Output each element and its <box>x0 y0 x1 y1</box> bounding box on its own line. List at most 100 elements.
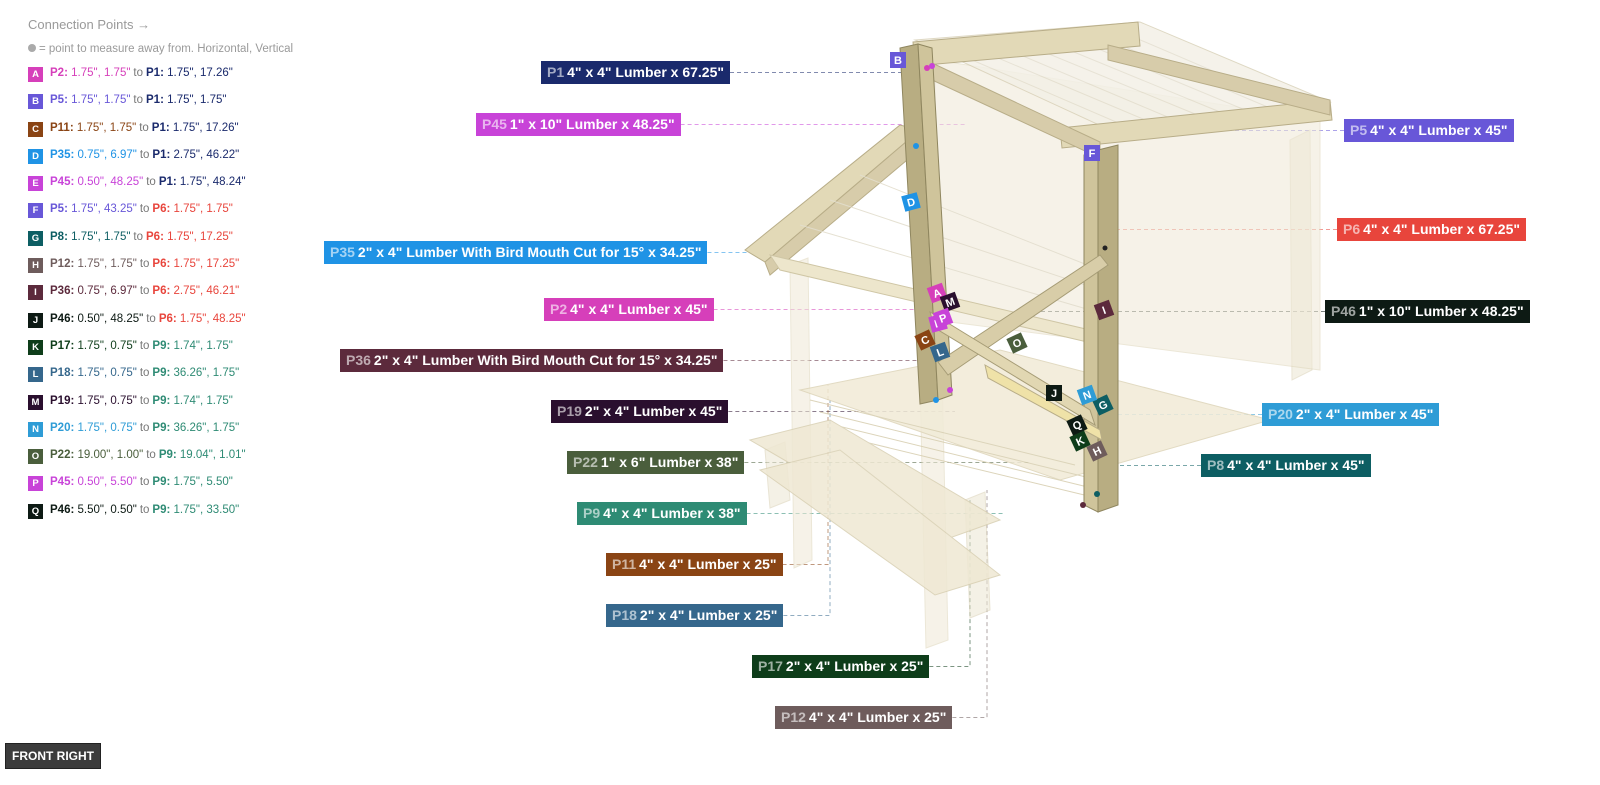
legend-note-text: = point to measure away from. Horizontal… <box>39 43 294 55</box>
legend-to-values: 1.75", 33.50" <box>170 503 240 516</box>
part-id: P35 <box>330 244 355 260</box>
connection-marker-n: N <box>1076 384 1098 406</box>
legend-badge: K <box>28 339 43 355</box>
legend-from-part: P12: <box>50 258 75 271</box>
legend-from-values: 1.75", 1.75" <box>67 94 131 107</box>
legend-to-values: 1.75", 48.24" <box>176 176 246 189</box>
part-id: P19 <box>557 403 582 419</box>
legend-from-values: 1.75", 1.75" <box>74 258 137 271</box>
legend-from-part: P2: <box>50 67 68 79</box>
part-description: 4" x 4" Lumber x 25" <box>639 556 777 572</box>
part-description: 4" x 4" Lumber x 67.25" <box>567 64 725 80</box>
legend-from-part: P35: <box>50 148 75 161</box>
legend-title: Connection Points → <box>28 17 151 32</box>
part-description: 4" x 4" Lumber x 25" <box>808 709 947 725</box>
legend-to-part: P1: <box>146 94 164 107</box>
legend-to-part: P1: <box>158 176 177 189</box>
legend-to-values: 1.75", 17.25" <box>163 230 233 243</box>
connection-marker-o: O <box>1006 332 1028 354</box>
legend-badge: B <box>28 94 43 110</box>
legend-to-values: 1.74", 1.75" <box>170 394 233 407</box>
legend-from-values: 1.75", 43.25" <box>67 203 137 216</box>
legend-badge: J <box>28 312 43 328</box>
part-id: P22 <box>573 454 598 470</box>
connection-marker-c: C <box>914 329 936 351</box>
back-left-post <box>789 257 813 569</box>
legend-to-values: 36.26", 1.75" <box>170 421 240 434</box>
measure-point-icon <box>28 44 36 52</box>
legend-to-part: P9: <box>152 503 171 516</box>
legend-badge: F <box>28 203 43 219</box>
legend-to-word: to <box>133 67 144 79</box>
connection-marker-l: L <box>929 341 951 363</box>
legend-from-part: P19: <box>50 394 75 407</box>
connection-marker-m: M <box>939 291 961 313</box>
legend-badge: E <box>28 176 43 192</box>
connection-marker-f: F <box>1084 145 1100 161</box>
legend-to-values: 1.75", 17.26" <box>169 121 239 134</box>
legend-from-values: 1.75", 1.75" <box>67 230 131 243</box>
legend-to-values: 1.74", 1.75" <box>170 339 233 352</box>
legend-badge: H <box>28 258 43 274</box>
connection-marker-d: D <box>901 192 921 212</box>
legend-from-part: P5: <box>50 203 68 216</box>
legend-from-part: P5: <box>50 94 68 107</box>
legend-to-word: to <box>139 367 150 380</box>
legend-to-part: P9: <box>158 449 177 462</box>
legend-to-word: to <box>133 230 144 243</box>
legend-from-part: P46: <box>50 503 75 516</box>
legend-to-values: 2.75", 46.21" <box>170 285 240 298</box>
part-description: 4" x 4" Lumber x 45" <box>1370 122 1508 138</box>
legend-to-part: P6: <box>152 285 171 298</box>
part-description: 1" x 10" Lumber x 48.25" <box>509 116 675 132</box>
legend-to-part: P6: <box>158 312 177 325</box>
legend-to-word: to <box>139 421 150 434</box>
legend-from-part: P18: <box>50 367 75 380</box>
legend-to-part: P9: <box>152 476 171 489</box>
legend-from-values: 1.75", 1.75" <box>67 67 131 79</box>
legend-badge: O <box>28 449 43 465</box>
part-description: 2" x 4" Lumber With Bird Mouth Cut for 1… <box>357 244 702 260</box>
svg-text:A: A <box>932 287 944 301</box>
part-id: P6 <box>1343 221 1361 237</box>
legend-to-values: 19.04", 1.01" <box>176 449 246 462</box>
legend-to-part: P9: <box>152 367 171 380</box>
legend-note: = point to measure away from. Horizontal… <box>28 43 328 55</box>
legend-from-values: 0.50", 5.50" <box>74 476 137 489</box>
part-id: P45 <box>482 116 507 132</box>
legend-to-part: P1: <box>152 148 171 161</box>
legend-badge: P <box>28 476 43 492</box>
part-description: 4" x 4" Lumber x 67.25" <box>1363 221 1521 237</box>
connection-marker-i: I <box>1093 299 1115 321</box>
part-id: P11 <box>612 556 637 572</box>
connection-marker-h: H <box>1086 440 1108 462</box>
connection-points-legend: Connection Points → = point to measure a… <box>28 17 328 531</box>
part-description: 2" x 4" Lumber With Bird Mouth Cut for 1… <box>373 352 718 368</box>
svg-text:B: B <box>894 55 902 67</box>
part-description: 1" x 10" Lumber x 48.25" <box>1358 303 1524 319</box>
part-description: 2" x 4" Lumber x 25" <box>785 658 924 674</box>
legend-badge: A <box>28 67 43 82</box>
part-description: 2" x 4" Lumber x 45" <box>584 403 723 419</box>
legend-from-values: 1.75", 0.75" <box>74 421 137 434</box>
legend-to-word: to <box>139 258 150 271</box>
legend-from-values: 5.50", 0.50" <box>74 503 137 516</box>
legend-to-word: to <box>146 176 156 189</box>
legend-from-values: 19.00", 1.00" <box>74 449 144 462</box>
